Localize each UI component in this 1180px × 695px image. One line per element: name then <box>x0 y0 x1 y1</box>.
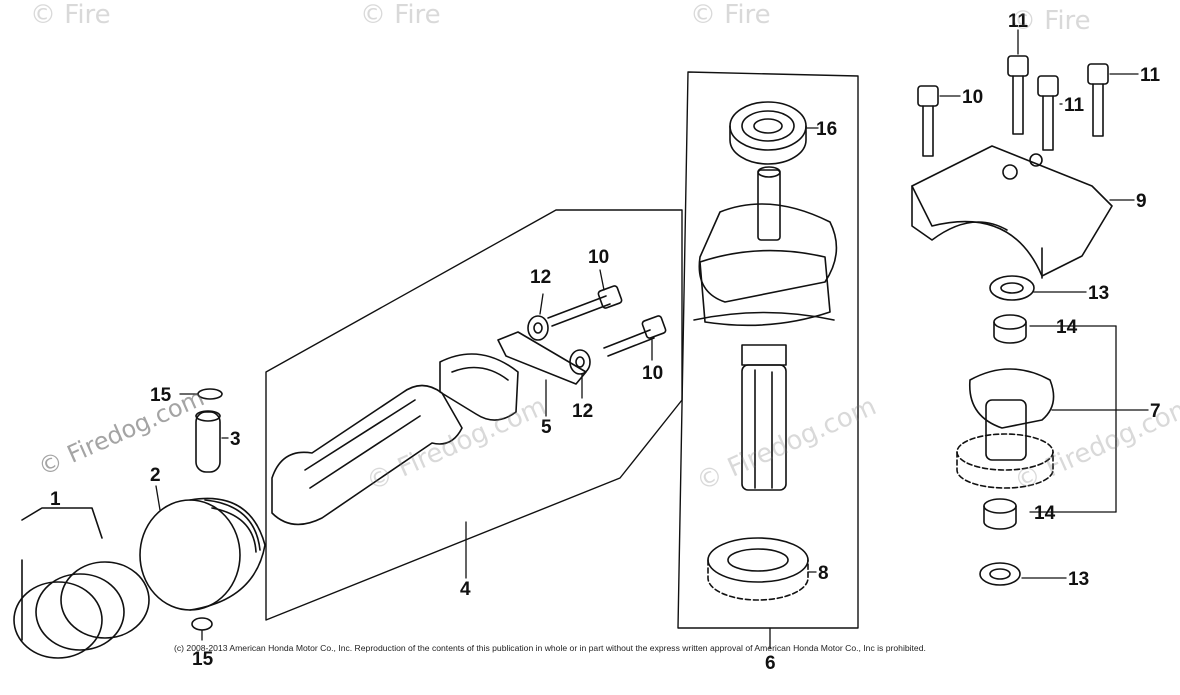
bolt-11-d <box>1087 63 1109 137</box>
part-label-15-upper: 15 <box>150 385 172 406</box>
part-label-11-c: 11 <box>1064 95 1085 116</box>
part-label-14-upper: 14 <box>1056 317 1078 338</box>
part-label-3: 3 <box>230 429 241 450</box>
part-label-5: 5 <box>541 417 552 438</box>
part-label-15-lower: 15 <box>192 649 214 670</box>
piston-rings-1 <box>13 507 150 659</box>
bearing-16 <box>729 101 807 165</box>
dipper-plate <box>497 331 587 385</box>
crankshaft-6 <box>693 166 838 491</box>
part-label-6: 6 <box>765 653 776 674</box>
part-label-10-upper: 10 <box>588 247 610 268</box>
needle-bearing-14-upper <box>993 314 1027 344</box>
part-label-13-upper: 13 <box>1088 283 1110 304</box>
balancer-holder-9 <box>911 145 1113 279</box>
part-label-1: 1 <box>50 489 61 510</box>
part-label-2: 2 <box>150 465 161 486</box>
part-label-16: 16 <box>816 119 838 140</box>
part-label-13-lower: 13 <box>1068 569 1090 590</box>
gear-8 <box>707 537 809 601</box>
bolt-10-upper <box>547 285 623 327</box>
piston-2 <box>139 497 266 611</box>
copyright-notice: (c) 2008-2013 American Honda Motor Co., … <box>174 643 926 653</box>
part-label-11-b: 10 <box>962 87 984 108</box>
connecting-rod-4 <box>271 384 463 526</box>
watermark-top-4: © Fire <box>1010 6 1091 36</box>
conrod-group-frame <box>265 209 683 621</box>
part-label-7: 7 <box>1150 401 1161 422</box>
part-label-11-d: 11 <box>1140 65 1161 86</box>
clip-15-lower <box>191 617 213 631</box>
bolt-11-b <box>917 85 939 157</box>
bolt-11-c <box>1037 75 1059 151</box>
rod-cap-5 <box>439 353 519 421</box>
washer-12-lower <box>569 349 591 375</box>
washer-13-lower <box>979 562 1021 586</box>
part-label-4: 4 <box>460 579 471 600</box>
leader-lines <box>155 29 1149 649</box>
watermark-top-3: © Fire <box>690 0 771 30</box>
crankshaft-group-frame <box>677 71 859 629</box>
washer-13-upper <box>989 275 1035 301</box>
part-label-10-lower: 10 <box>642 363 664 384</box>
washer-12-upper <box>527 315 549 341</box>
balancer-weight-7 <box>956 368 1055 489</box>
part-label-8: 8 <box>818 563 829 584</box>
watermark-top-1: © Fire <box>30 0 111 30</box>
watermark-top-2: © Fire <box>360 0 441 30</box>
part-label-12-upper: 12 <box>530 267 552 288</box>
needle-bearing-14-lower <box>983 498 1017 530</box>
piston-pin-3 <box>195 410 221 473</box>
part-label-11-a: 11 <box>1008 11 1029 32</box>
part-label-12-lower: 12 <box>572 401 594 422</box>
part-label-9: 9 <box>1136 191 1147 212</box>
bolt-10-lower <box>603 315 667 357</box>
bolt-11-a <box>1007 55 1029 135</box>
part-label-14-lower: 14 <box>1034 503 1056 524</box>
